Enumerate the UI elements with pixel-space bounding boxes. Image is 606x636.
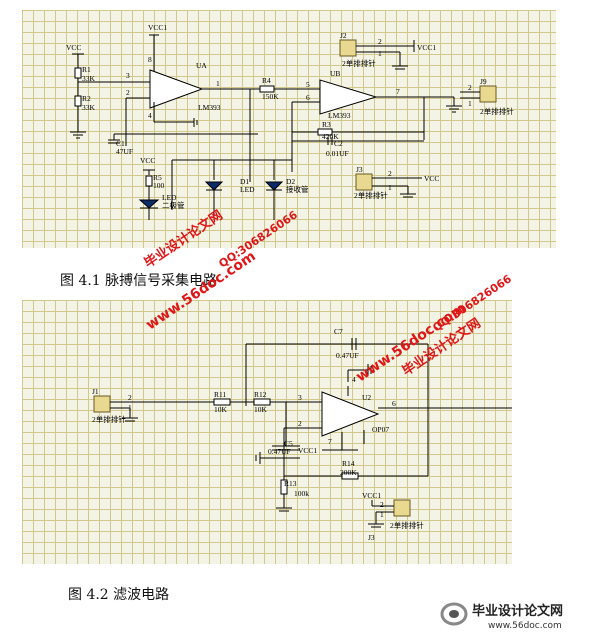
- brand-logo-url: www.56doc.com: [488, 621, 562, 631]
- label-r14-value: 200K: [340, 468, 357, 477]
- label-j9-pin2: 2: [468, 83, 472, 92]
- label-r12-value: 10K: [254, 405, 268, 414]
- label-u2: U2: [362, 393, 371, 402]
- label-j3-desc: 2单排排针: [390, 520, 424, 530]
- label-j3-desc: 2单排排针: [354, 190, 388, 200]
- label-ub-pin5: 5: [306, 80, 310, 89]
- label-j1-pin1: 1: [128, 403, 132, 412]
- schematic-2: C7 0.47UF J1 2单排排针 2 1 R11 10K R12 10K 3…: [92, 327, 512, 542]
- label-c7: C7: [334, 327, 343, 336]
- label-d2: D2: [286, 177, 295, 186]
- label-r3: R3: [322, 120, 331, 129]
- label-d1-desc: LED: [240, 185, 255, 194]
- label-c2-value: 0.01UF: [326, 149, 349, 158]
- label-r11: R11: [214, 390, 226, 399]
- label-r1: R1: [82, 65, 91, 74]
- label-j9: J9: [480, 77, 487, 86]
- label-ua-pin1: 1: [216, 79, 220, 88]
- label-j3-pin1: 1: [380, 510, 384, 519]
- label-r12: R12: [254, 390, 267, 399]
- label-ua-pin2: 2: [126, 88, 130, 97]
- label-c5: C5: [284, 439, 293, 448]
- label-j9-pin1: 1: [468, 99, 472, 108]
- label-j3-pin2: 2: [380, 500, 384, 509]
- label-j3-vcc: VCC: [424, 174, 439, 183]
- label-u2-pin3: 3: [298, 393, 302, 402]
- label-ub-chip: LM393: [328, 111, 351, 120]
- label-led: LED: [162, 193, 177, 202]
- label-c5-value: 0.47UF: [268, 447, 291, 456]
- brand-logo-text: 毕业设计论文网: [472, 603, 563, 619]
- label-j2: J2: [340, 31, 347, 40]
- label-u2-pin4: 4: [352, 375, 356, 384]
- label-r4-value: 150K: [262, 92, 279, 101]
- label-ub-pin7: 7: [396, 87, 400, 96]
- label-r4: R4: [262, 76, 271, 85]
- label-vcc1-top: VCC1: [148, 23, 167, 32]
- label-ua-pin4: 4: [148, 111, 152, 120]
- label-vcc-left: VCC: [66, 43, 81, 52]
- label-u2-pin7: 7: [328, 437, 332, 446]
- label-r14: R14: [342, 459, 355, 468]
- figure-caption-4-2: 图 4.2 滤波电路: [68, 587, 170, 603]
- label-led-desc: 二极管: [162, 200, 185, 210]
- label-vcc-led: VCC: [140, 156, 155, 165]
- label-j1-pin2: 2: [128, 393, 132, 402]
- label-j1-desc: 2单排排针: [92, 414, 126, 424]
- label-j2-pin2: 2: [378, 37, 382, 46]
- label-u2-chip: OP07: [372, 425, 389, 434]
- label-r5: R5: [153, 173, 162, 182]
- label-c1-value: 47UF: [116, 147, 133, 156]
- label-r5-value: 100: [153, 181, 165, 190]
- label-j2-vcc1: VCC1: [417, 43, 436, 52]
- label-ua-pin8: 8: [148, 55, 152, 64]
- circuit-filter: C7 0.47UF J1 2单排排针 2 1 R11 10K R12 10K 3…: [22, 300, 512, 564]
- label-r3-value: 420K: [322, 132, 339, 141]
- label-ua-chip: LM393: [198, 103, 221, 112]
- label-vcc1-conn: VCC1: [362, 491, 381, 500]
- label-ua: UA: [196, 61, 207, 70]
- label-c2: C2: [334, 139, 343, 148]
- label-d1: D1: [240, 177, 249, 186]
- schematic-1: VCC VCC1 R1 33K R2 33K C1 47UF UA LM393 …: [66, 23, 514, 220]
- label-ua-pin3: 3: [126, 71, 130, 80]
- label-r2: R2: [82, 94, 91, 103]
- label-j3-pin2: 2: [388, 169, 392, 178]
- label-j1: J1: [92, 387, 99, 396]
- label-j2-pin1: 1: [378, 49, 382, 58]
- circuit-pulse-acquisition: VCC VCC1 R1 33K R2 33K C1 47UF UA LM393 …: [22, 10, 556, 248]
- label-ub-pin6: 6: [306, 93, 310, 102]
- label-j9-desc: 2单排排针: [480, 106, 514, 116]
- label-r2-value: 33K: [82, 103, 96, 112]
- label-r1-value: 33K: [82, 74, 96, 83]
- label-j3: J3: [356, 165, 363, 174]
- label-j3: J3: [368, 533, 375, 542]
- figure-caption-4-1: 图 4.1 脉搏信号采集电路: [60, 273, 218, 289]
- label-c1: C1: [116, 139, 125, 148]
- label-j2-desc: 2单排排针: [342, 58, 376, 68]
- label-d2-desc: 接收管: [286, 184, 309, 194]
- label-u2-pin2: 2: [298, 419, 302, 428]
- label-c7-value: 0.47UF: [336, 351, 359, 360]
- label-r13-value: 100k: [294, 489, 309, 498]
- brand-logo-icon: 毕业设计论文网 www.56doc.com: [440, 602, 563, 631]
- label-r13: R13: [284, 479, 297, 488]
- label-ub: UB: [330, 69, 340, 78]
- brand-logo: 毕业设计论文网 www.56doc.com: [440, 600, 600, 636]
- label-j3-pin1: 1: [388, 183, 392, 192]
- label-r11-value: 10K: [214, 405, 228, 414]
- label-vcc1: VCC1: [298, 446, 317, 455]
- label-u2-pin6: 6: [392, 399, 396, 408]
